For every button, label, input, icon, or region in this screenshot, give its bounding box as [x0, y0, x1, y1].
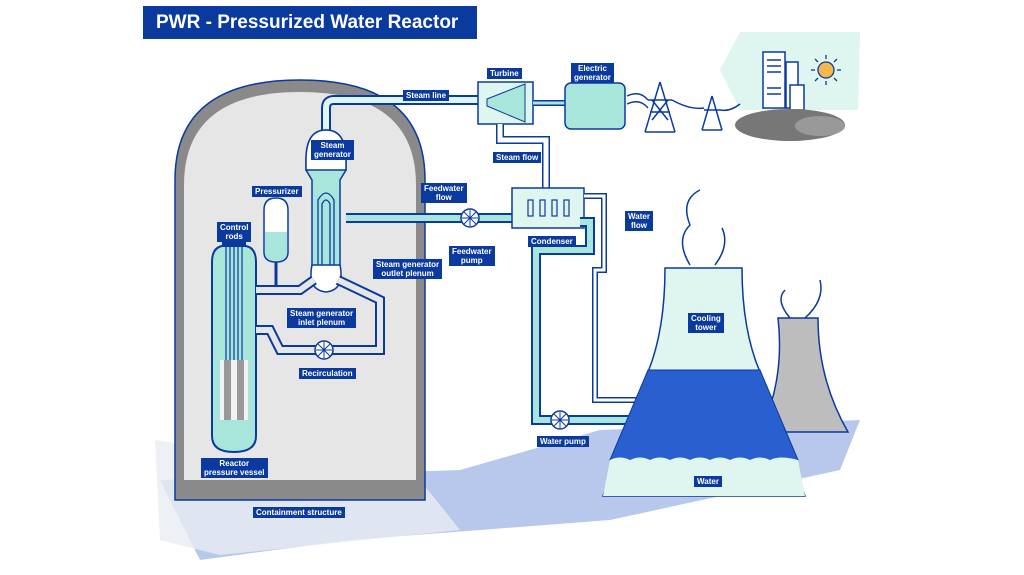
label-water: Water [694, 476, 722, 487]
steam-plume [780, 279, 822, 319]
label-steam-flow: Steam flow [493, 152, 542, 163]
turbine-blades [486, 83, 526, 123]
electric-generator [564, 82, 626, 130]
sun-icon [811, 55, 841, 85]
label-feedwater-flow: Feedwater flow [421, 183, 467, 203]
label-water-pump: Water pump [537, 436, 589, 447]
fuel-assemblies [220, 360, 248, 420]
control-rods-head [222, 240, 246, 247]
label-feedwater-pump: Feedwater pump [449, 246, 495, 266]
cooling-tower-basin [609, 369, 799, 461]
secondary-cooling-tower [758, 317, 850, 433]
recirculation-pump-icon [314, 340, 334, 360]
label-containment-structure: Containment structure [253, 507, 345, 518]
label-sg-outlet-plenum: Steam generator outlet plenum [373, 259, 443, 279]
label-reactor-pressure-vessel: Reactor pressure vessel [201, 458, 268, 478]
steam-plume [681, 189, 726, 266]
power-pylon-icon [626, 81, 741, 133]
label-steam-generator: Steam generator [311, 140, 354, 160]
feedwater-pump-icon [460, 208, 480, 228]
city-icon [762, 51, 805, 111]
condenser [511, 187, 585, 229]
label-turbine: Turbine [487, 68, 522, 79]
label-electric-generator: Electric generator [571, 63, 614, 83]
label-sg-inlet-plenum: Steam generator inlet plenum [287, 308, 357, 328]
label-pressurizer: Pressurizer [252, 186, 302, 197]
label-condenser: Condenser [528, 236, 576, 247]
city-hill [795, 116, 845, 136]
diagram-title: PWR - Pressurized Water Reactor [143, 6, 477, 39]
label-cooling-tower: Cooling tower [688, 313, 724, 333]
label-water-flow: Water flow [625, 211, 653, 231]
steam-generator-tubes [317, 192, 335, 268]
sg-plenum [310, 264, 342, 293]
label-control-rods: Control rods [217, 222, 252, 242]
water-pump-icon [550, 410, 570, 430]
label-recirculation: Recirculation [299, 368, 356, 379]
label-steam-line: Steam line [403, 90, 450, 101]
